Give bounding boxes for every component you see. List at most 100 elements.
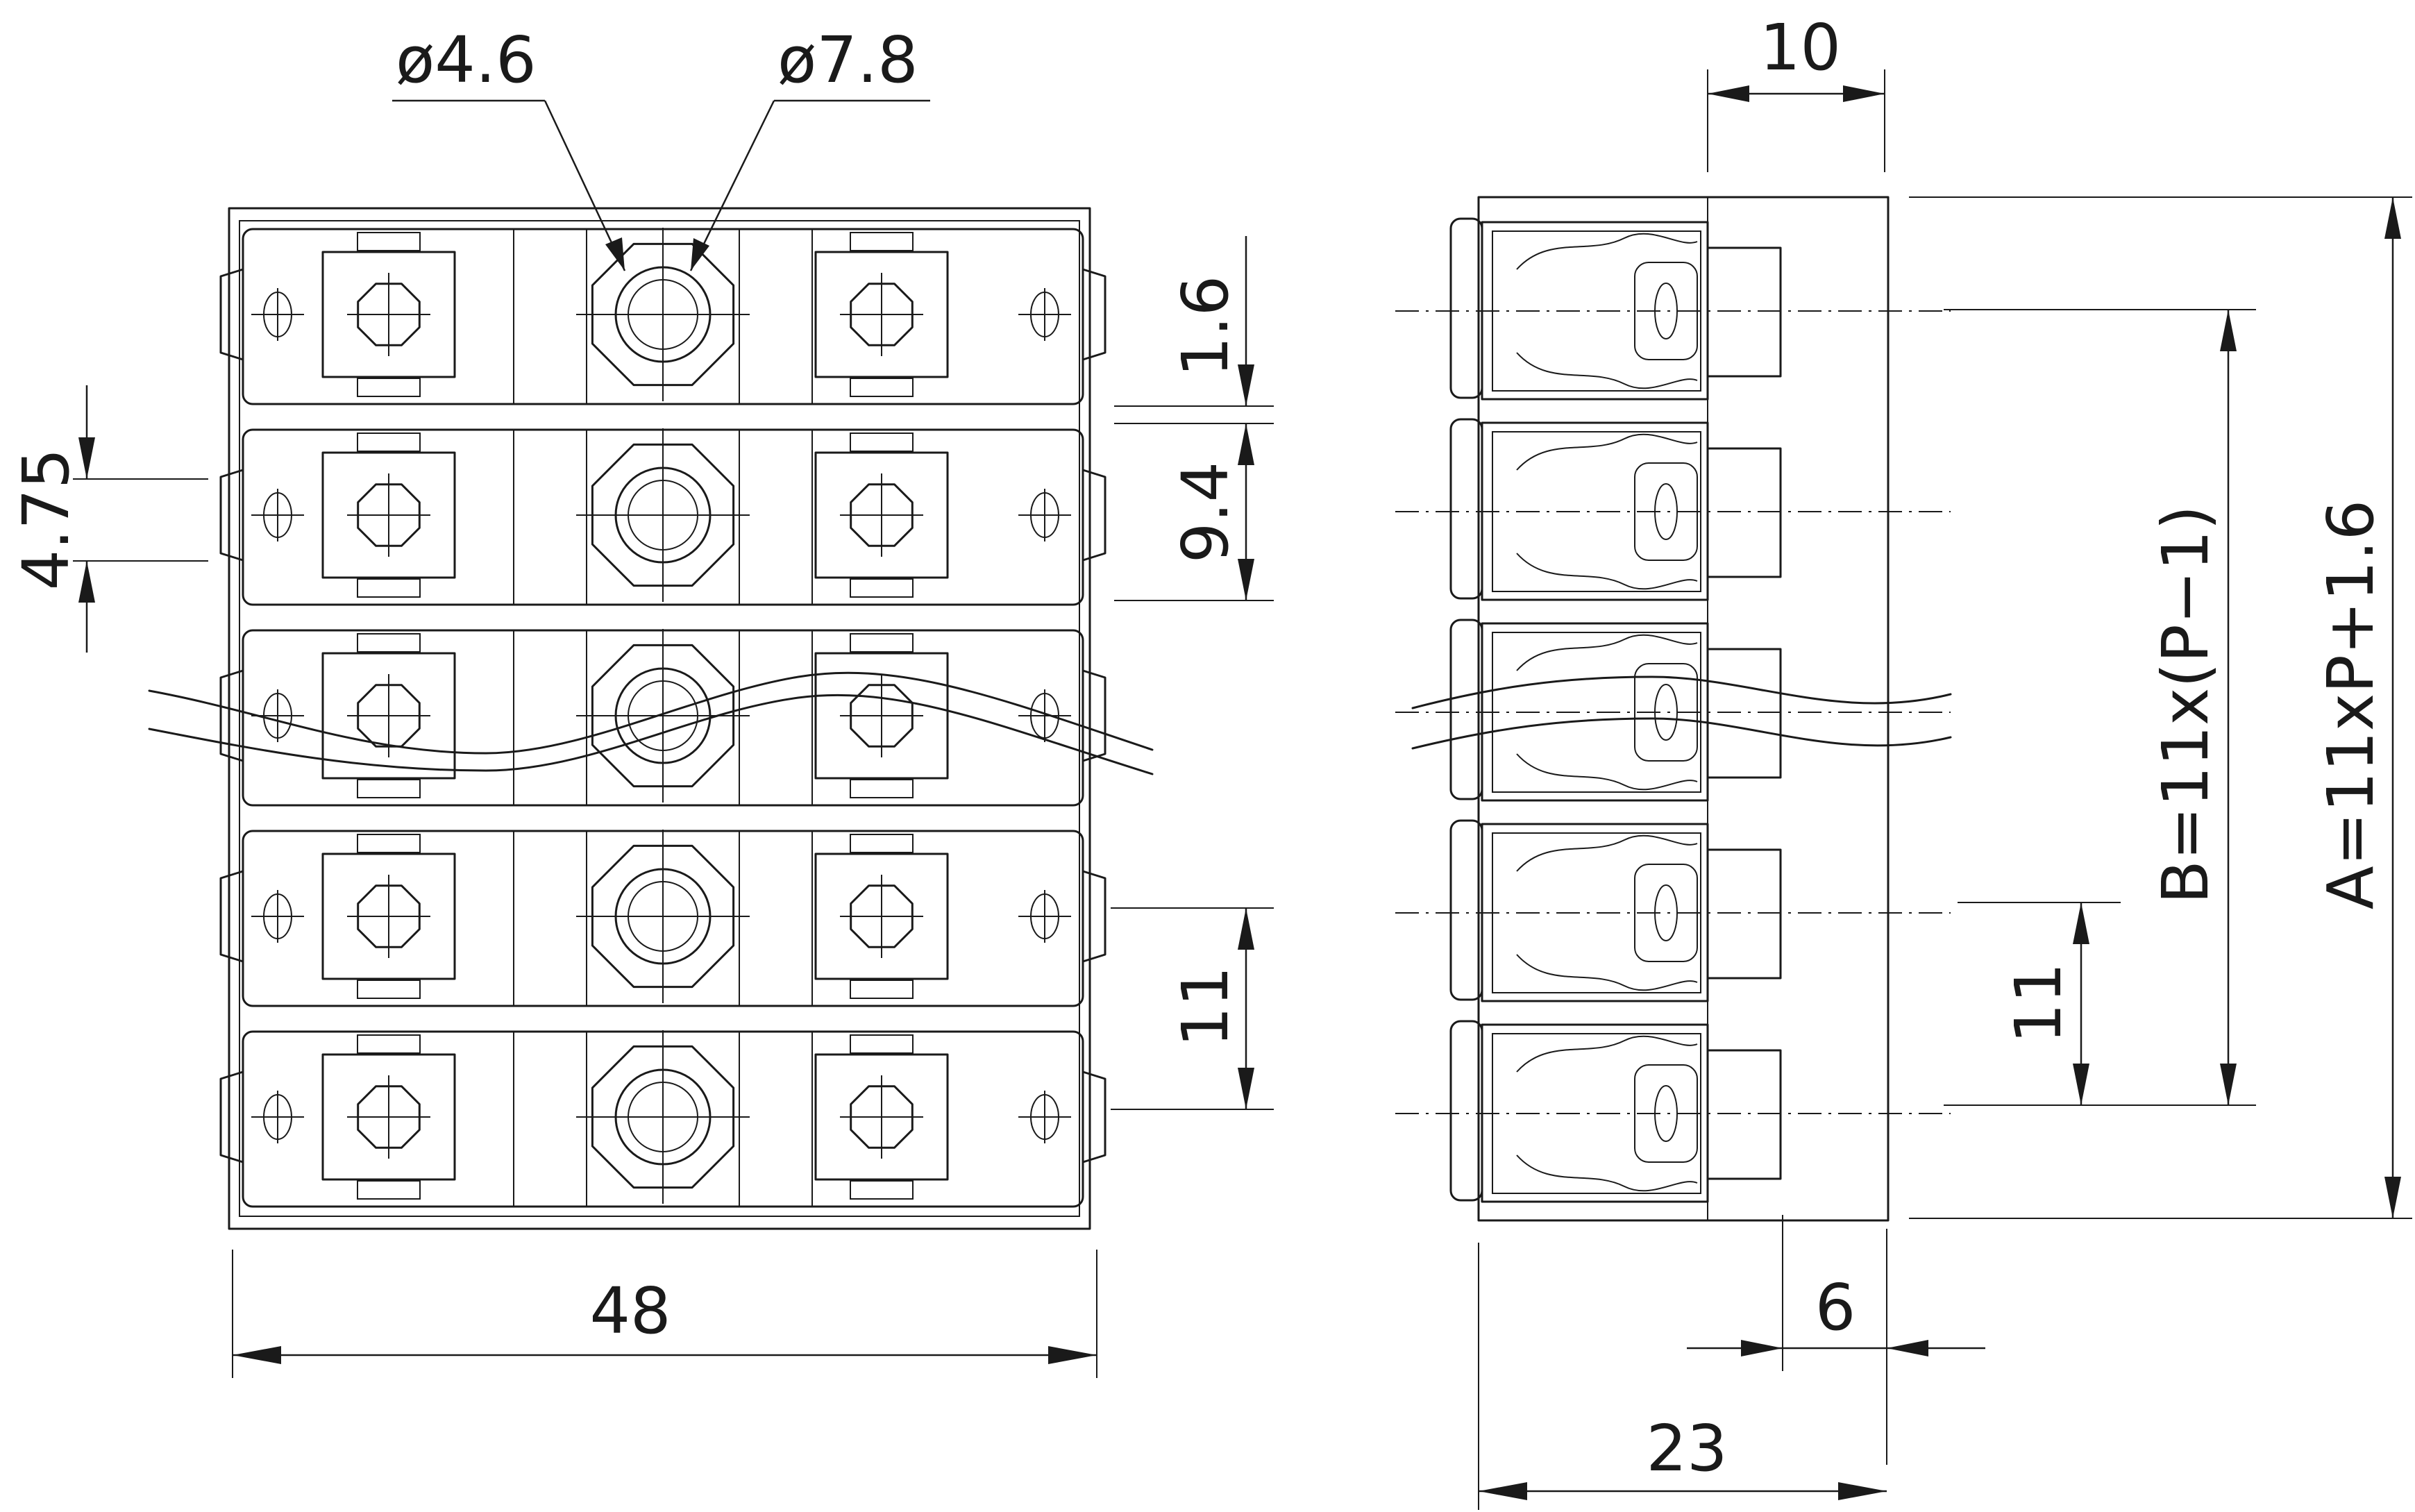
spring-wire: [1516, 233, 1698, 270]
clamp-lip: [850, 779, 914, 798]
spring-wire: [1516, 352, 1698, 389]
clamp-plate: [321, 451, 456, 579]
clamp-screw: [850, 283, 914, 346]
clamp-plate: [814, 652, 949, 780]
center-nut: [591, 644, 735, 788]
center-nut: [591, 1045, 735, 1189]
terminal-module: [219, 1030, 1106, 1208]
terminal-module: [219, 228, 1106, 405]
clamp-lip: [357, 1034, 421, 1054]
module-tab: [1082, 669, 1106, 762]
clamp-screw: [850, 1085, 914, 1149]
center-nut: [591, 242, 735, 387]
spring-wire: [1516, 834, 1698, 872]
label-side-width: 23: [1646, 1411, 1727, 1486]
side-tab: [1449, 418, 1483, 600]
clamp-lip: [357, 980, 421, 999]
clamp-plate: [321, 1053, 456, 1181]
side-body: [1481, 1023, 1709, 1203]
clamp-screw: [850, 884, 914, 948]
clamp-plate: [321, 251, 456, 378]
side-boss: [1706, 648, 1782, 779]
side-tab: [1449, 619, 1483, 800]
side-boss: [1706, 1049, 1782, 1180]
clamp-plate: [321, 852, 456, 980]
spring-wire: [1516, 553, 1698, 590]
clamp-plate: [321, 652, 456, 780]
side-break-line: [1411, 717, 1952, 750]
center-nut: [591, 443, 735, 587]
side-break-line: [1411, 675, 1952, 709]
spring-wire: [1516, 954, 1698, 991]
spring-wire: [1516, 753, 1698, 791]
module-tab: [1082, 469, 1106, 562]
clamp-screw: [850, 684, 914, 748]
terminal-module: [219, 629, 1106, 807]
side-boss: [1706, 447, 1782, 578]
clamp-plate: [814, 1053, 949, 1181]
clamp-lip: [850, 834, 914, 853]
side-module: [1395, 418, 1951, 601]
clamp-screw: [850, 483, 914, 547]
front-break-line: [148, 694, 1154, 775]
terminal-module: [219, 428, 1106, 606]
label-gap: 1.6: [1168, 276, 1243, 377]
dimension-labels: ø4.6 ø7.8 10 1.6 9.4 4.75 11 48 11 B=11x…: [9, 10, 2388, 1486]
clamp-lip: [850, 980, 914, 999]
clamp-lip: [850, 1180, 914, 1200]
clamp-lip: [850, 1034, 914, 1054]
clamp-plate: [814, 251, 949, 378]
side-body: [1481, 421, 1709, 601]
spring-wire: [1516, 1035, 1698, 1073]
label-top-width: 10: [1760, 10, 1841, 85]
dimension-lines: [73, 69, 2412, 1510]
clamp-lip: [850, 232, 914, 251]
clamp-lip: [357, 779, 421, 798]
module-tab: [1082, 1070, 1106, 1164]
clamp-screw: [357, 483, 421, 547]
clamp-screw: [357, 283, 421, 346]
clamp-lip: [357, 834, 421, 853]
clamp-lip: [357, 1180, 421, 1200]
side-body: [1481, 823, 1709, 1002]
label-hole-large: ø7.8: [777, 23, 918, 97]
side-module: [1395, 217, 1951, 401]
terminal-module: [219, 830, 1106, 1007]
label-total-width: 48: [589, 1274, 671, 1348]
clamp-screw: [357, 1085, 421, 1149]
clamp-lip: [357, 633, 421, 653]
side-tab: [1449, 819, 1483, 1001]
clamp-lip: [850, 378, 914, 397]
module-tab: [1082, 870, 1106, 963]
label-hole-small: ø4.6: [396, 23, 537, 97]
clamp-lip: [357, 378, 421, 397]
side-tab: [1449, 1020, 1483, 1202]
module-tab: [1082, 268, 1106, 361]
module-tab: [219, 268, 244, 361]
spring-wire: [1516, 1154, 1698, 1192]
label-side-small: 6: [1815, 1270, 1856, 1345]
clamp-lip: [850, 578, 914, 598]
label-segment: 9.4: [1168, 462, 1243, 563]
label-height-small: 4.75: [9, 448, 83, 591]
side-module: [1395, 619, 1951, 802]
module-tab: [219, 870, 244, 963]
center-nut: [591, 844, 735, 989]
front-modules: [219, 228, 1106, 1208]
clamp-plate: [814, 852, 949, 980]
clamp-plate: [814, 451, 949, 579]
side-boss: [1706, 848, 1782, 980]
side-view: [1395, 196, 1952, 1222]
label-pitch-side: 11: [2001, 962, 2076, 1043]
module-tab: [219, 1070, 244, 1164]
front-view: [148, 207, 1154, 1230]
side-module: [1395, 1020, 1951, 1203]
clamp-lip: [357, 432, 421, 452]
side-body: [1481, 221, 1709, 401]
module-tab: [219, 669, 244, 762]
clamp-lip: [357, 578, 421, 598]
clamp-lip: [357, 232, 421, 251]
spring-wire: [1516, 433, 1698, 471]
side-boss: [1706, 246, 1782, 378]
module-tab: [219, 469, 244, 562]
